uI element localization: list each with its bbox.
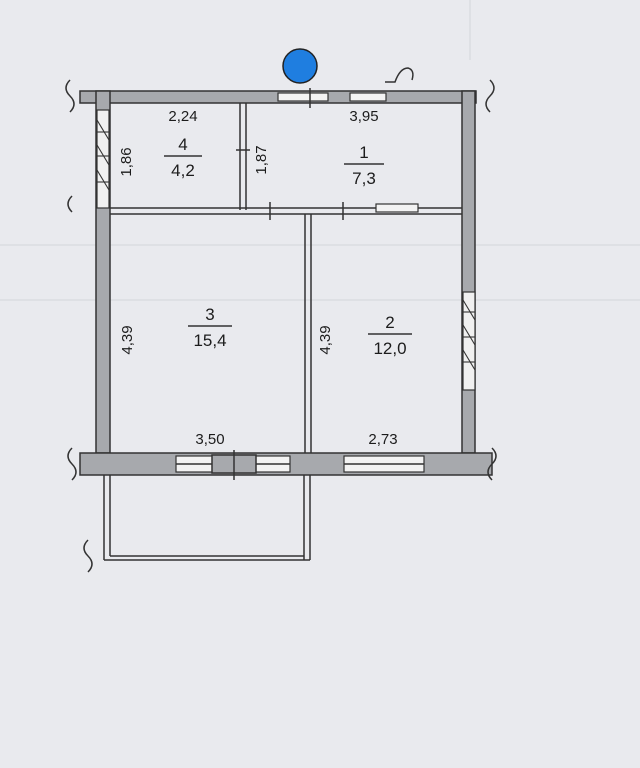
break-mark-bottom-left [67,447,77,481]
room-1-number: 1 [359,143,368,162]
dim-room3-width: 3,50 [195,431,224,448]
dim-room1-height: 1,87 [253,145,270,174]
dim-room3-height: 4,39 [119,325,136,354]
dim-room2-width: 2,73 [368,431,397,448]
dim-room4-height: 1,86 [118,147,135,176]
dim-room1-width: 3,95 [349,108,378,125]
room-4-area: 4,2 [171,161,195,180]
dim-room4-width: 2,24 [168,108,197,125]
room-3-area: 15,4 [193,331,226,350]
break-mark-mid-left [67,195,73,213]
bottom-window-left [175,450,291,480]
top-window [277,92,329,102]
room-1-area: 7,3 [352,169,376,188]
room-4-number: 4 [178,135,187,154]
top-window-2 [349,92,387,102]
bottom-window-right [343,455,425,473]
ventilation-left [96,109,110,209]
room-2-number: 2 [385,313,394,332]
break-mark-top-right [485,79,495,113]
break-mark-top-left [65,79,75,113]
balcony [103,475,311,561]
blue-dot-marker [282,48,318,84]
room-2-area: 12,0 [373,339,406,358]
break-mark-bottom-right [487,447,497,481]
dim-room2-height: 4,39 [317,325,334,354]
wall-ticks [236,88,344,220]
room-3-number: 3 [205,305,214,324]
door-swing-mark [385,67,414,83]
ventilation-right [462,291,476,391]
break-mark-balcony [83,539,93,573]
wall-niche [375,203,419,213]
right-wall [461,90,476,454]
